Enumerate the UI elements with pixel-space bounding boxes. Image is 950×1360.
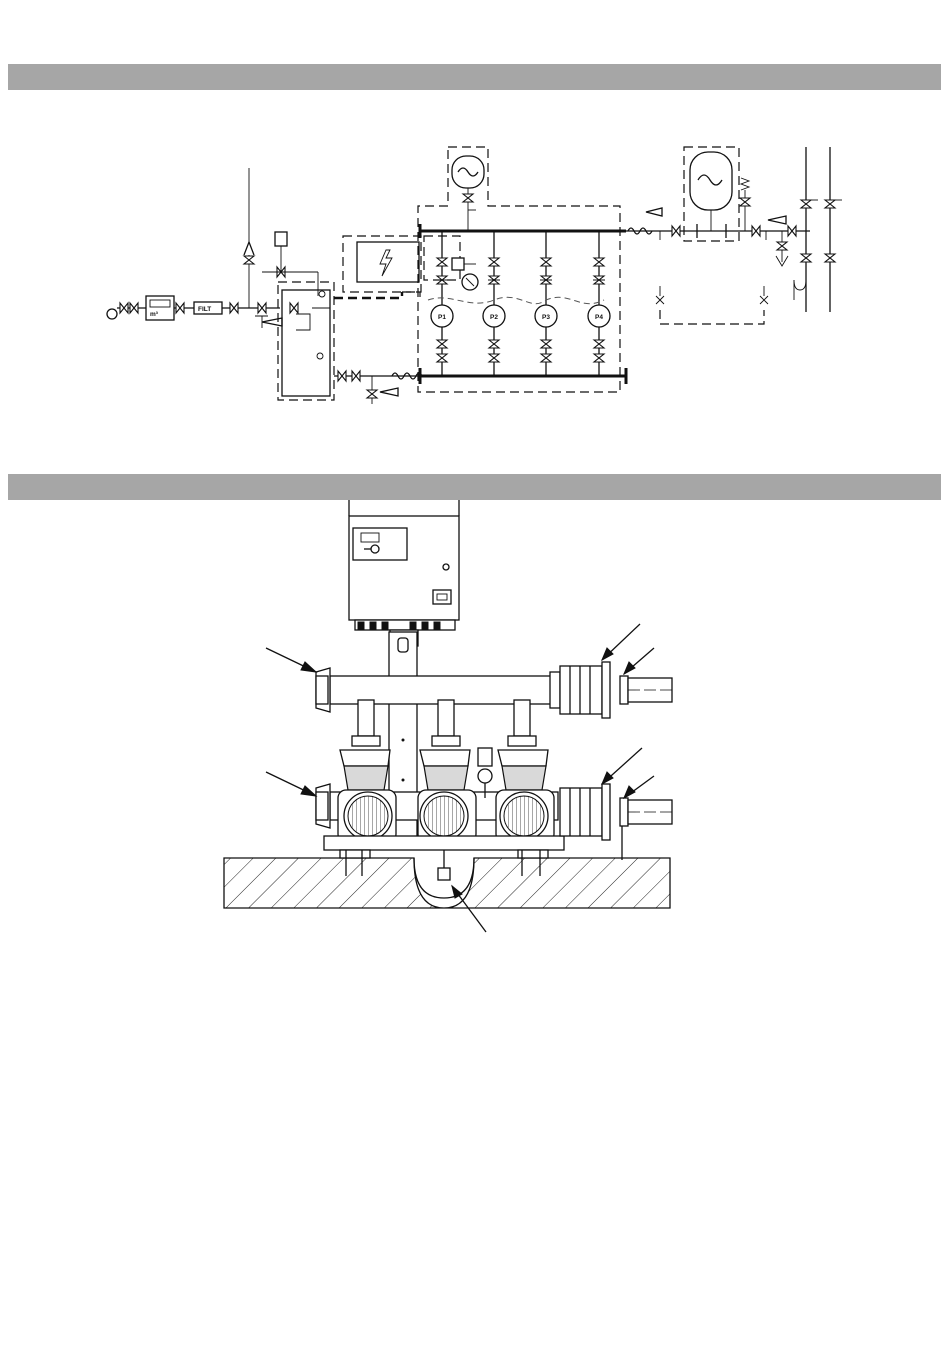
flow-arrow-icon [262,318,282,326]
pump-unit [418,700,476,842]
filter-label: FILT [198,306,211,313]
pump-units [338,700,554,842]
svg-text:m³: m³ [150,311,159,318]
pump-label: P3 [542,314,550,321]
break-tank [278,282,334,400]
solenoid-icon [275,232,287,246]
pump-label: P4 [595,314,603,321]
pump-label: P2 [490,314,498,321]
concrete-foundation [224,858,670,908]
control-cabinet [349,500,459,646]
installation-drawing [0,500,950,970]
lightning-icon [380,250,392,276]
section-bar-installation [8,474,941,500]
pump-column: P4 [588,231,610,376]
suction-line [334,371,430,404]
manifolds [420,224,626,384]
pump-columns: P1 P2 P3 P4 [428,231,610,376]
pipe-connections-right [560,662,672,860]
main-switch-icon [433,590,451,604]
pressure-switch-icon [478,748,492,798]
pump-unit [496,700,554,842]
signal-lines [656,286,768,324]
discharge-line [626,147,810,300]
pump-column: P2 [483,231,505,376]
membrane-vessel [452,156,484,230]
expansion-joint [560,788,602,836]
expansion-joint [560,666,602,714]
pump-column: P1 [431,231,453,376]
pump-label: P1 [438,314,446,321]
drain-icon [438,850,450,880]
hydraulic-schematic: m³ FILT [0,0,950,470]
pump-unit [338,700,396,842]
consumer-risers [801,147,842,312]
control-panel [334,236,421,300]
supply-line-left: m³ FILT [107,168,318,328]
pump-unit-frame [418,147,620,392]
pressure-gauge-icon [452,258,478,290]
